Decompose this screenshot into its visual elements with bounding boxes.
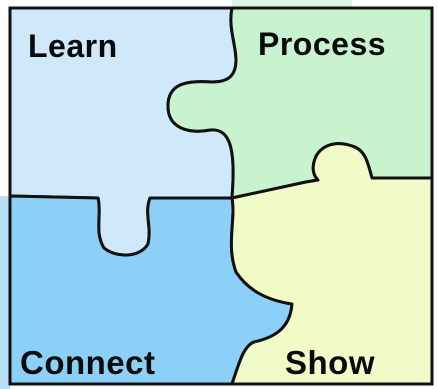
label-show: Show bbox=[285, 344, 375, 381]
label-process: Process bbox=[258, 26, 387, 62]
backdrop-left bbox=[0, 196, 10, 389]
puzzle-frame bbox=[8, 6, 434, 386]
backdrop-top-right bbox=[232, 0, 352, 8]
puzzle-piece-show bbox=[229, 142, 434, 386]
label-connect: Connect bbox=[20, 344, 156, 381]
label-learn: Learn bbox=[28, 28, 118, 64]
